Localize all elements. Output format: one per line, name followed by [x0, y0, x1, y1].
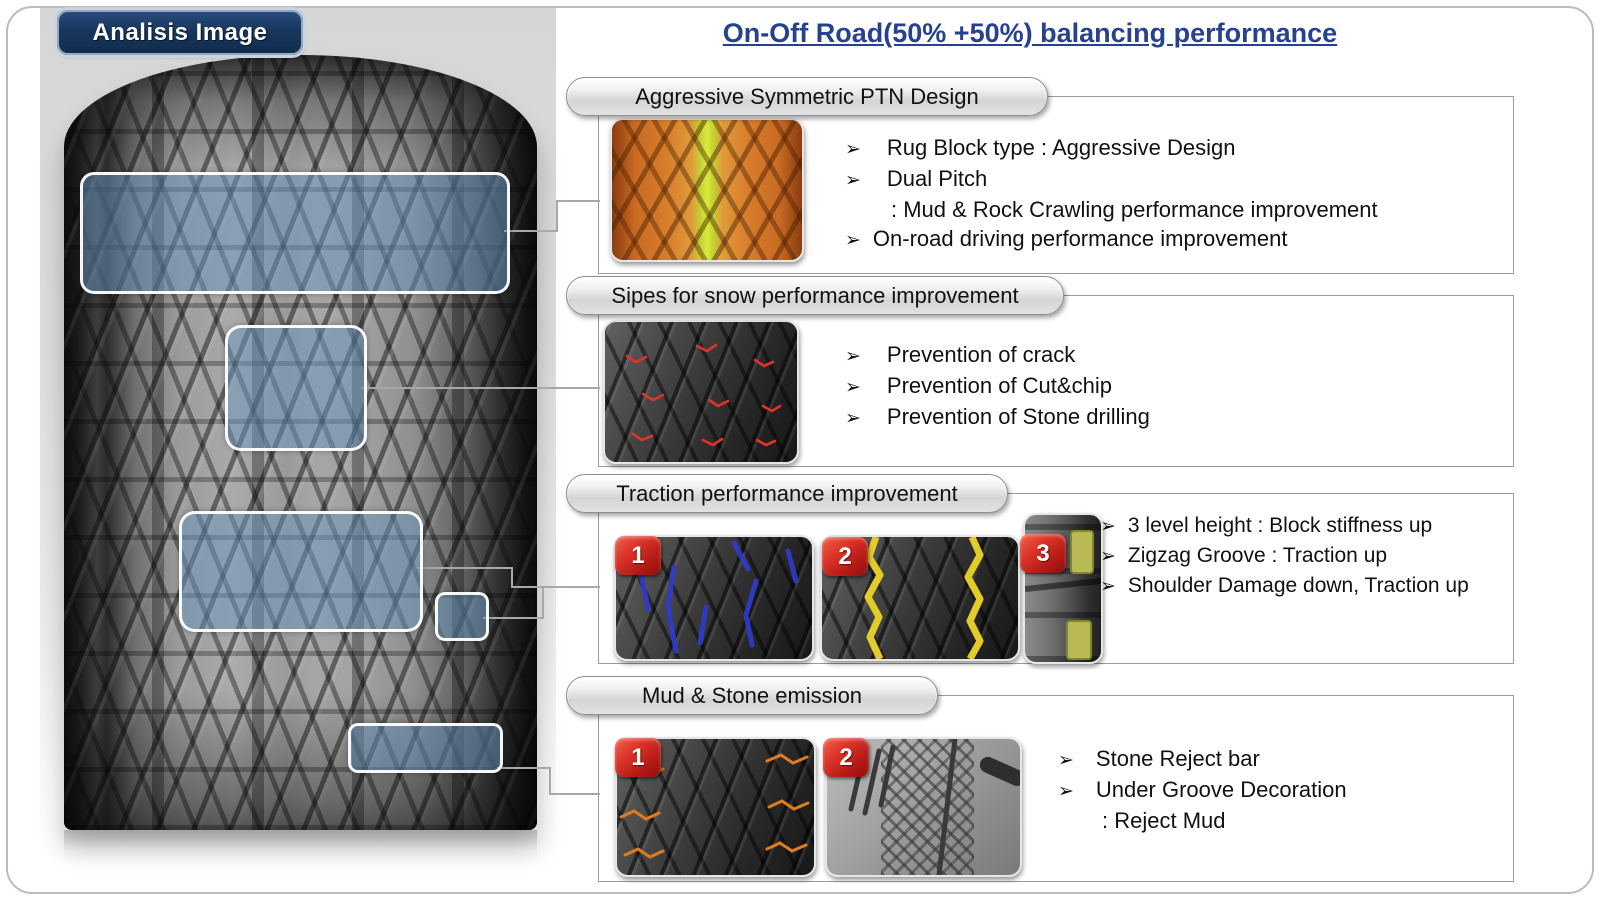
connector-line — [483, 617, 544, 619]
tread-closeup-zigzag-groove — [820, 535, 1020, 661]
bullet-item: ➢ Prevention of Cut&chip — [845, 371, 1405, 402]
bullet-item: : Mud & Rock Crawling performance improv… — [845, 195, 1465, 224]
tire-highlight-region-2 — [225, 325, 367, 451]
connector-line — [549, 793, 600, 795]
slide-border-frame — [6, 6, 1594, 894]
bullet-text: Zigzag Groove : Traction up — [1127, 544, 1388, 567]
bullet-arrow-icon: ➢ — [845, 170, 861, 191]
section-header-traction: Traction performance improvement — [566, 474, 1008, 513]
number-badge-3: 3 — [1020, 534, 1066, 573]
bullet-arrow-icon: ➢ — [845, 139, 861, 160]
connector-line — [511, 567, 513, 588]
tire-highlight-region-3 — [179, 511, 423, 632]
analysis-image-badge: Analisis Image — [57, 10, 303, 55]
zigzag-groove-graphic — [864, 537, 984, 659]
bullet-arrow-icon: ➢ — [1100, 546, 1116, 567]
number-badge-2: 2 — [822, 537, 868, 576]
connector-line — [417, 567, 513, 569]
analysis-image-badge-label: Analisis Image — [92, 18, 268, 46]
sipe-marks-graphic — [625, 343, 782, 447]
bullet-text: Prevention of Cut&chip — [886, 373, 1112, 398]
bullet-arrow-icon: ➢ — [1100, 516, 1116, 537]
bullet-list-traction: ➢ 3 level height : Block stiffness up ➢ … — [1100, 511, 1510, 601]
tire-highlight-region-1 — [80, 172, 510, 294]
under-groove-graphic — [848, 739, 1020, 875]
bullet-arrow-icon: ➢ — [845, 408, 861, 429]
bullet-item: ➢ Prevention of Stone drilling — [845, 402, 1405, 433]
number-badge-1: 1 — [615, 536, 661, 575]
bullet-arrow-icon: ➢ — [1100, 576, 1116, 597]
bullet-list-ptn-design: ➢ Rug Block type : Aggressive Design ➢ D… — [845, 133, 1465, 255]
bullet-item: ➢ Prevention of crack — [845, 340, 1405, 371]
bullet-item: ➢ Dual Pitch — [845, 164, 1465, 195]
connector-line — [556, 200, 558, 232]
bullet-item: ➢ Rug Block type : Aggressive Design — [845, 133, 1465, 164]
bullet-text: Under Groove Decoration — [1095, 777, 1347, 802]
number-badge-label: 2 — [839, 743, 853, 771]
bullet-text: : Reject Mud — [1102, 808, 1226, 833]
section-header-sipes: Sipes for snow performance improvement — [566, 276, 1064, 315]
bullet-arrow-icon: ➢ — [845, 377, 861, 398]
number-badge-label: 2 — [838, 542, 852, 570]
tire-reflection — [64, 830, 537, 866]
page-title: On-Off Road(50% +50%) balancing performa… — [722, 18, 1338, 48]
bullet-text: On-road driving performance improvement — [872, 226, 1288, 251]
bullet-item: ➢ Under Groove Decoration — [1058, 775, 1488, 806]
section-header-label: Aggressive Symmetric PTN Design — [635, 83, 979, 109]
bullet-list-mud-stone: ➢ Stone Reject bar ➢ Under Groove Decora… — [1058, 744, 1488, 835]
section-header-mud-stone: Mud & Stone emission — [566, 676, 938, 715]
tread-closeup-sipes — [603, 320, 799, 464]
groove-decoration-hatch — [881, 739, 974, 875]
tread-closeup-aggressive-design — [610, 118, 804, 262]
connector-line — [504, 230, 558, 232]
bullet-text: Shoulder Damage down, Traction up — [1127, 574, 1469, 597]
number-badge-1: 1 — [615, 738, 661, 777]
bullet-item: ➢ Shoulder Damage down, Traction up — [1100, 571, 1510, 601]
section-header-label: Mud & Stone emission — [641, 682, 863, 708]
bullet-item: ➢ Zigzag Groove : Traction up — [1100, 541, 1510, 571]
bullet-arrow-icon: ➢ — [1058, 781, 1074, 802]
bullet-text: 3 level height : Block stiffness up — [1127, 514, 1433, 537]
bullet-text: Rug Block type : Aggressive Design — [886, 135, 1236, 160]
bullet-item: ➢ Stone Reject bar — [1058, 744, 1488, 775]
connector-line — [549, 767, 551, 795]
number-badge-label: 1 — [631, 743, 645, 771]
bullet-list-sipes: ➢ Prevention of crack ➢ Prevention of Cu… — [845, 340, 1405, 433]
tire-highlight-region-4 — [435, 592, 489, 641]
connector-line — [556, 200, 600, 202]
bullet-item: ➢ 3 level height : Block stiffness up — [1100, 511, 1510, 541]
section-header-label: Sipes for snow performance improvement — [611, 282, 1019, 308]
tread-hatch-overlay — [612, 120, 802, 260]
bullet-item: : Reject Mud — [1058, 806, 1488, 835]
bullet-text: Stone Reject bar — [1095, 746, 1260, 771]
bullet-arrow-icon: ➢ — [845, 230, 861, 251]
bullet-item: ➢ On-road driving performance improvemen… — [845, 224, 1465, 255]
shoulder-blocks-graphic — [1025, 530, 1101, 660]
number-badge-label: 3 — [1036, 539, 1050, 567]
section-header-ptn-design: Aggressive Symmetric PTN Design — [566, 77, 1048, 116]
bullet-text: Dual Pitch — [886, 166, 988, 191]
number-badge-2: 2 — [823, 738, 869, 777]
number-badge-label: 1 — [631, 541, 645, 569]
connector-line — [361, 387, 600, 389]
tread-closeup-stone-reject-bar — [615, 737, 816, 877]
bullet-text: : Mud & Rock Crawling performance improv… — [891, 197, 1378, 222]
bullet-arrow-icon: ➢ — [1058, 750, 1074, 771]
bullet-text: Prevention of Stone drilling — [886, 404, 1150, 429]
connector-line — [542, 587, 544, 619]
bullet-arrow-icon: ➢ — [845, 346, 861, 367]
section-header-label: Traction performance improvement — [616, 480, 958, 506]
bullet-text: Prevention of crack — [886, 342, 1076, 367]
tread-hatch-overlay — [605, 322, 797, 462]
connector-line — [497, 767, 551, 769]
tire-highlight-region-5 — [348, 723, 503, 773]
connector-line — [511, 586, 600, 588]
